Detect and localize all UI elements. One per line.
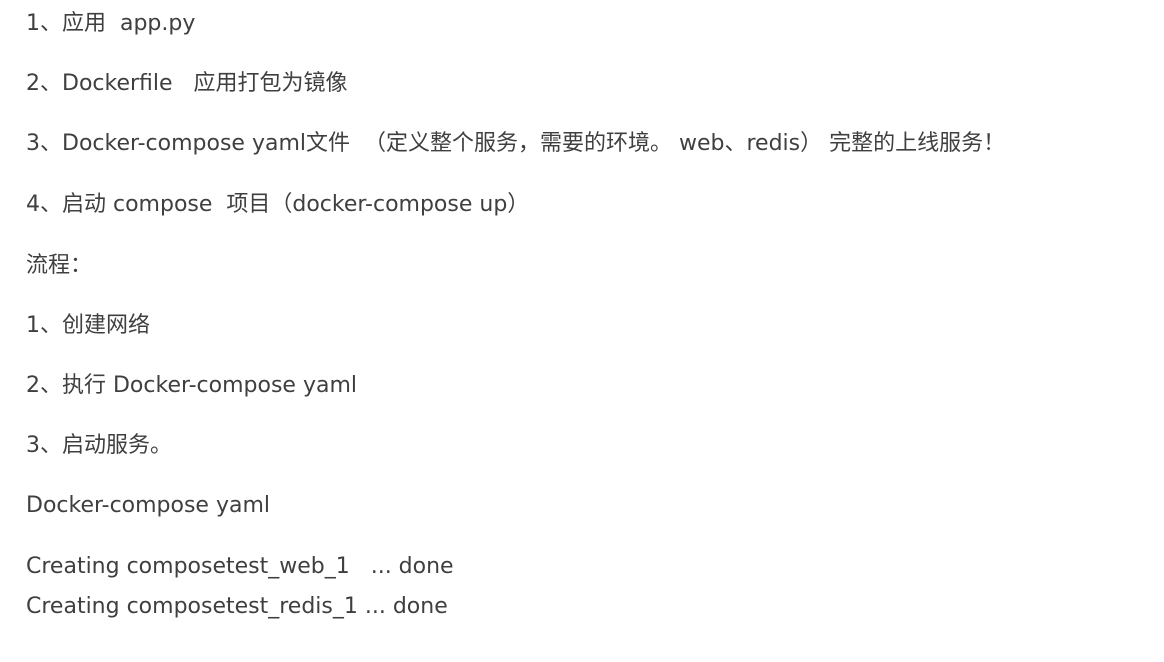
step-compose-up: 4、启动 compose 项目（docker-compose up）: [26, 192, 530, 217]
step-compose-yaml: 3、Docker-compose yaml文件 （定义整个服务，需要的环境。 w…: [26, 131, 1006, 156]
process-step-network: 1、创建网络: [26, 313, 150, 338]
process-step-execute: 2、执行 Docker-compose yaml: [26, 373, 357, 398]
process-step-start: 3、启动服务。: [26, 433, 172, 458]
step-dockerfile: 2、Dockerfile 应用打包为镜像: [26, 71, 348, 96]
process-heading: 流程：: [26, 253, 93, 278]
step-app-py: 1、应用 app.py: [26, 11, 196, 36]
output-web-done: Creating composetest_web_1 ... done: [26, 554, 454, 579]
compose-yaml-label: Docker-compose yaml: [26, 493, 271, 518]
output-redis-done: Creating composetest_redis_1 ... done: [26, 594, 448, 619]
